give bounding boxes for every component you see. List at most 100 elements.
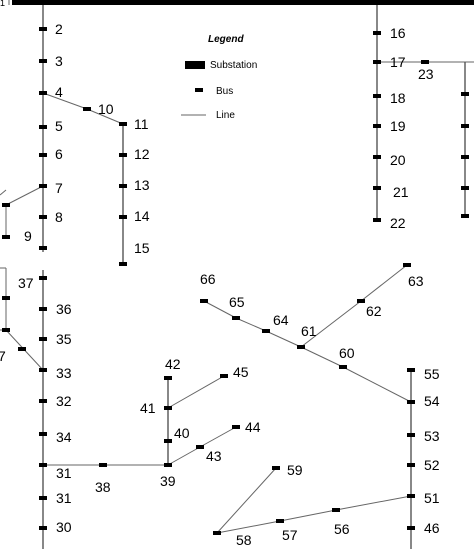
bus-21-label: 21 (393, 184, 409, 200)
bus-10-label: 10 (98, 101, 114, 117)
bus-6-label: 6 (55, 146, 63, 162)
bus-20-marker (373, 155, 381, 159)
bus-left-d-marker (2, 328, 10, 332)
legend-bus-label: Bus (216, 86, 233, 97)
bus-20-label: 20 (390, 152, 406, 168)
bus-16-label: 16 (390, 25, 406, 41)
bus-39-marker (99, 463, 107, 467)
bus-left-b-marker (2, 235, 10, 239)
bus-22-label: 22 (390, 215, 406, 231)
bus-35-label: 33 (56, 365, 72, 381)
bus-42-marker (164, 406, 172, 410)
bus-39-label: 38 (95, 479, 111, 495)
bus-61-marker (339, 365, 347, 369)
bus-56-marker (407, 368, 415, 372)
bus-56-label: 55 (424, 366, 440, 382)
bus-12-label: 12 (134, 146, 150, 162)
bus-15-marker (119, 262, 127, 266)
bus-right-a-marker (461, 92, 469, 96)
bus-left-a-marker (2, 203, 10, 207)
line-4-10 (42, 92, 88, 110)
bus-36-marker (39, 337, 47, 341)
bus-18-marker (373, 94, 381, 98)
feeder-d (203, 264, 412, 549)
bus-9-marker (39, 246, 47, 250)
bus-10-marker (83, 107, 91, 111)
bus-38-marker (39, 276, 47, 280)
bus-33-label: 34 (56, 429, 72, 445)
edge-label-7: 7 (0, 348, 6, 364)
bus-31-label: 31 (56, 490, 72, 506)
bus-64-marker (403, 263, 411, 267)
bus-31-marker (39, 496, 47, 500)
legend-substation-symbol (185, 61, 205, 69)
bus-66-label: 65 (229, 294, 245, 310)
bus-34-label: 32 (56, 393, 72, 409)
line-44-45 (199, 426, 237, 448)
line-left-edge (0, 189, 7, 196)
legend: Legend Substation Bus Line (181, 34, 257, 121)
edge-label-1: 1 (0, 0, 5, 8)
bus-36-label: 35 (56, 331, 72, 347)
bus-52-marker (407, 494, 415, 498)
bus-13-label: 13 (134, 177, 150, 193)
bus-2-marker (39, 27, 47, 31)
bus-6-marker (39, 153, 47, 157)
bus-60-label: 59 (287, 462, 303, 478)
feeder-a (0, 5, 124, 264)
bus-19-label: 19 (390, 118, 406, 134)
bus-13-marker (119, 184, 127, 188)
feeder-c (0, 267, 237, 549)
bus-45-marker (232, 425, 240, 429)
bus-22-marker (373, 218, 381, 222)
bus-44-label: 43 (206, 448, 222, 464)
line-40-44 (167, 446, 201, 466)
bus-57-marker (332, 508, 340, 512)
bus-23-marker (421, 60, 429, 64)
bus-8-marker (39, 215, 47, 219)
bus-30-label-visible: 30 (56, 519, 72, 535)
bus-right-b-marker (461, 124, 469, 128)
bus-63-marker (357, 299, 365, 303)
line-7-left (5, 185, 44, 206)
bus-41-label: 40 (174, 425, 190, 441)
bus-42-label: 41 (140, 400, 156, 416)
bus-15-label: 15 (134, 240, 150, 256)
bus-58-label: 57 (282, 527, 298, 543)
bus-9-label: 9 (24, 228, 32, 244)
line-65-66 (235, 317, 267, 332)
bus-37-label: 36 (56, 301, 72, 317)
bus-60-marker (272, 466, 280, 470)
bus-66-marker (232, 316, 240, 320)
bus-11-marker (119, 122, 127, 126)
bus-4-marker (39, 91, 47, 95)
bus-55-marker (407, 400, 415, 404)
bus-37-marker (39, 307, 47, 311)
bus-54-marker (407, 433, 415, 437)
legend-title: Legend (208, 34, 244, 45)
bus-left-e-marker (18, 347, 26, 351)
legend-bus-symbol (195, 88, 203, 92)
bus-54-label: 53 (424, 428, 440, 444)
bus-63-label: 62 (366, 303, 382, 319)
bus-62-label: 61 (301, 323, 317, 339)
bus-65-marker (262, 329, 270, 333)
bus-right-c-marker (461, 155, 469, 159)
bus-11-label: 11 (134, 116, 149, 132)
top-substation-bar (12, 0, 474, 5)
line-10-11 (86, 108, 124, 125)
bus-65-label: 64 (273, 312, 289, 328)
bus-30-marker (39, 526, 47, 530)
bus-53-label: 52 (424, 457, 440, 473)
bus-43-marker (164, 376, 172, 380)
bus-41-marker (164, 439, 172, 443)
bus-14-label: 14 (134, 208, 150, 224)
bus-12-marker (119, 153, 127, 157)
legend-substation-label: Substation (210, 60, 257, 71)
bus-59-marker (213, 531, 221, 535)
line-66-67 (203, 300, 237, 319)
bus-53-marker (407, 463, 415, 467)
bus-5-label: 5 (55, 118, 63, 134)
bus-40-label: 39 (160, 473, 176, 489)
